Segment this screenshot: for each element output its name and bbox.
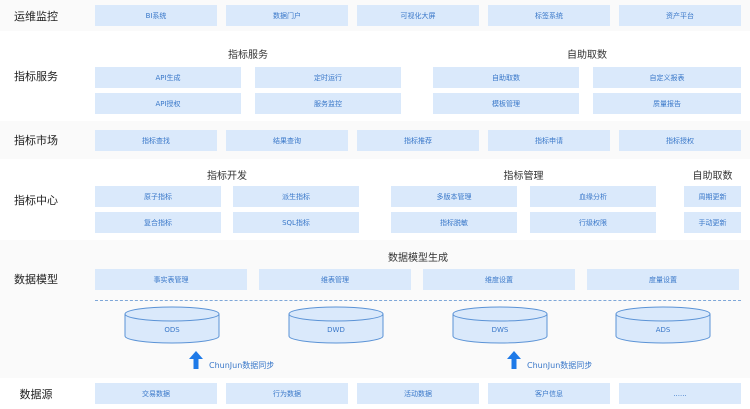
- center-row-perm[interactable]: 行级权限: [530, 212, 656, 233]
- database-icon: [288, 306, 384, 344]
- layer-label: DWS: [491, 326, 509, 334]
- source-more[interactable]: ......: [619, 383, 741, 404]
- model-measure-setting[interactable]: 度量设置: [587, 269, 739, 290]
- center-derived[interactable]: 派生指标: [233, 186, 359, 207]
- service-self-fetch[interactable]: 自助取数: [433, 67, 579, 88]
- center-periodic-update[interactable]: 周期更新: [684, 186, 741, 207]
- center-dev-title: 指标开发: [207, 171, 247, 182]
- model-fact-table[interactable]: 事实表管理: [95, 269, 247, 290]
- services-left-title: 指标服务: [228, 50, 268, 61]
- source-activity[interactable]: 活动数据: [357, 383, 479, 404]
- service-api-auth[interactable]: API授权: [95, 93, 241, 114]
- database-icon: [615, 306, 711, 344]
- row-label-source: 数据源: [19, 387, 53, 401]
- service-api-gen[interactable]: API生成: [95, 67, 241, 88]
- model-dimension-setting[interactable]: 维度设置: [423, 269, 575, 290]
- center-self-title: 自助取数: [692, 171, 733, 182]
- ops-item-assets[interactable]: 资产平台: [619, 5, 741, 26]
- layer-dws[interactable]: DWS: [452, 306, 548, 344]
- center-composite[interactable]: 复合指标: [95, 212, 221, 233]
- layer-label: DWD: [327, 326, 345, 334]
- center-masking[interactable]: 指标脱敏: [391, 212, 517, 233]
- market-recommend[interactable]: 指标推荐: [357, 130, 479, 151]
- center-lineage[interactable]: 血缘分析: [530, 186, 656, 207]
- layer-label: ADS: [655, 326, 671, 334]
- row-label-services: 指标服务: [14, 70, 58, 83]
- ops-item-bi[interactable]: BI系统: [95, 5, 217, 26]
- layer-ads[interactable]: ADS: [615, 306, 711, 344]
- center-manual-update[interactable]: 手动更新: [684, 212, 741, 233]
- ops-item-portal[interactable]: 数据门户: [226, 5, 348, 26]
- center-sql[interactable]: SQL指标: [233, 212, 359, 233]
- source-customer[interactable]: 客户信息: [488, 383, 610, 404]
- source-trade[interactable]: 交易数据: [95, 383, 217, 404]
- layer-ods[interactable]: ODS: [124, 306, 220, 344]
- model-dim-table[interactable]: 维表管理: [259, 269, 411, 290]
- market-query[interactable]: 结果查询: [226, 130, 348, 151]
- row-source: 数据源 交易数据 行为数据 活动数据 客户信息 ......: [0, 378, 750, 409]
- service-monitor[interactable]: 服务监控: [255, 93, 401, 114]
- model-title: 数据模型生成: [388, 253, 448, 264]
- layer-label: ODS: [164, 326, 180, 334]
- center-multiversion[interactable]: 多版本管理: [391, 186, 517, 207]
- sync-label-left: ChunJun数据同步: [209, 361, 275, 370]
- service-scheduled[interactable]: 定时运行: [255, 67, 401, 88]
- arrow-up-icon: [189, 351, 203, 369]
- arrow-up-icon: [507, 351, 521, 369]
- row-model: 数据模型 数据模型生成 事实表管理 维表管理 维度设置 度量设置 ODS DWD…: [0, 240, 750, 378]
- service-template[interactable]: 模板管理: [433, 93, 579, 114]
- database-icon: [452, 306, 548, 344]
- row-label-center: 指标中心: [14, 193, 58, 207]
- service-quality[interactable]: 质量报告: [593, 93, 741, 114]
- market-authorize[interactable]: 指标授权: [619, 130, 741, 151]
- row-label-market: 指标市场: [14, 134, 58, 147]
- row-label-ops: 运维监控: [14, 9, 58, 23]
- row-center: 指标中心 指标开发 原子指标 派生指标 复合指标 SQL指标 指标管理 多版本管…: [0, 159, 750, 240]
- database-icon: [124, 306, 220, 344]
- ops-item-bigscreen[interactable]: 可视化大屏: [357, 5, 479, 26]
- model-divider: [95, 300, 741, 301]
- market-apply[interactable]: 指标申请: [488, 130, 610, 151]
- services-right-title: 自助取数: [567, 50, 607, 61]
- row-services: 指标服务 指标服务 API生成 定时运行 API授权 服务监控 自助取数 自助取…: [0, 31, 750, 121]
- row-market: 指标市场 指标查找 结果查询 指标推荐 指标申请 指标授权: [0, 121, 750, 159]
- row-label-model: 数据模型: [14, 273, 58, 286]
- market-find[interactable]: 指标查找: [95, 130, 217, 151]
- row-ops: 运维监控 BI系统 数据门户 可视化大屏 标签系统 资产平台: [0, 0, 750, 31]
- center-mgmt-title: 指标管理: [503, 171, 544, 182]
- center-atomic[interactable]: 原子指标: [95, 186, 221, 207]
- sync-label-right: ChunJun数据同步: [527, 361, 593, 370]
- layer-dwd[interactable]: DWD: [288, 306, 384, 344]
- service-custom-report[interactable]: 自定义报表: [593, 67, 741, 88]
- ops-item-tags[interactable]: 标签系统: [488, 5, 610, 26]
- source-behavior[interactable]: 行为数据: [226, 383, 348, 404]
